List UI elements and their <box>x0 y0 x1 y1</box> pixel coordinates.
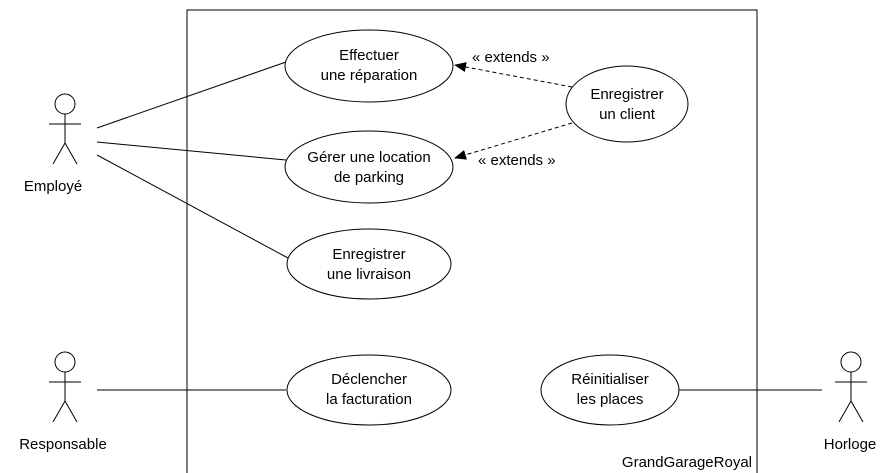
assoc-employe-gerer <box>96 141 287 161</box>
use-case-livraison-line1: Enregistrer <box>332 246 405 263</box>
use-case-enregistrer-client: Enregistrer un client <box>565 65 689 143</box>
use-case-effectuer-line1: Effectuer <box>339 47 399 64</box>
use-case-reinitialiser-places: Réinitialiser les places <box>540 354 680 426</box>
system-boundary <box>186 9 758 473</box>
actor-responsable-icon <box>49 351 81 423</box>
extends-arrow-effectuer <box>454 62 573 88</box>
use-case-declencher-line1: Déclencher <box>331 371 407 388</box>
assoc-employe-livraison <box>96 154 289 259</box>
actor-horloge-icon <box>835 351 867 423</box>
use-case-reinitialiser-line1: Réinitialiser <box>571 371 649 388</box>
actor-employe-label: Employé <box>24 178 82 195</box>
use-case-livraison-line2: une livraison <box>327 266 411 283</box>
use-case-declencher-facturation: Déclencher la facturation <box>286 354 452 426</box>
use-case-client-line1: Enregistrer <box>590 86 663 103</box>
assoc-employe-effectuer <box>96 61 287 129</box>
actor-horloge-label: Horloge <box>824 436 877 453</box>
system-name: GrandGarageRoyal <box>622 454 752 471</box>
extends-arrow-gerer <box>454 122 573 160</box>
use-case-effectuer-line2: une réparation <box>321 67 418 84</box>
use-case-declencher-line2: la facturation <box>326 391 412 408</box>
use-case-client-line2: un client <box>599 106 656 123</box>
use-case-gerer-line1: Gérer une location <box>307 149 430 166</box>
use-case-effectuer-reparation: Effectuer une réparation <box>284 29 454 103</box>
actor-employe-icon <box>49 93 81 165</box>
use-case-reinitialiser-line2: les places <box>577 391 644 408</box>
use-case-enregistrer-livraison: Enregistrer une livraison <box>286 228 452 300</box>
extends-label-2: « extends » <box>478 152 556 169</box>
use-case-gerer-location: Gérer une location de parking <box>284 130 454 204</box>
use-case-gerer-line2: de parking <box>334 169 404 186</box>
extends-label-1: « extends » <box>472 49 550 66</box>
actor-responsable-label: Responsable <box>19 436 107 453</box>
